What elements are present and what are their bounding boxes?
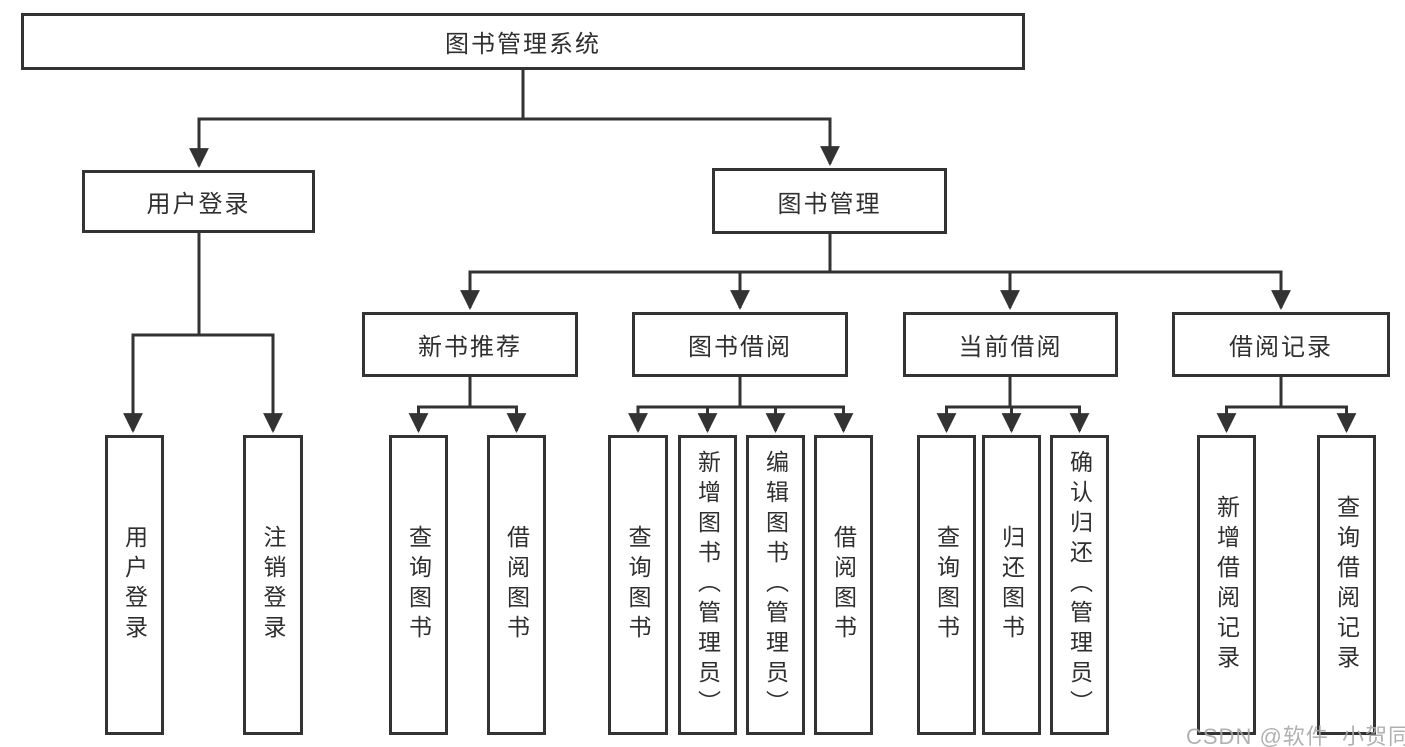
leaf-return-book: 归还图书 xyxy=(982,435,1041,735)
node-book-borrow: 图书借阅 xyxy=(632,312,848,377)
leaf-borrow-books-2: 借阅图书 xyxy=(814,435,873,735)
leaf-query-books-1: 查询图书 xyxy=(389,435,448,735)
node-current-borrow: 当前借阅 xyxy=(903,312,1118,377)
leaf-user-login: 用户登录 xyxy=(105,435,164,735)
node-root: 图书管理系统 xyxy=(21,13,1025,70)
leaf-logout: 注销登录 xyxy=(243,435,303,735)
leaf-add-book-admin: 新增图书（管理员） xyxy=(678,435,737,735)
node-user-login: 用户登录 xyxy=(82,170,315,233)
leaf-query-books-3: 查询图书 xyxy=(917,435,976,735)
leaf-query-borrow-record: 查询借阅记录 xyxy=(1317,435,1376,735)
leaf-query-books-2: 查询图书 xyxy=(608,435,668,735)
leaf-edit-book-admin: 编辑图书（管理员） xyxy=(746,435,805,735)
node-new-book-recommend: 新书推荐 xyxy=(362,312,578,377)
leaf-add-borrow-record: 新增借阅记录 xyxy=(1197,435,1256,735)
node-borrow-records: 借阅记录 xyxy=(1172,312,1390,377)
csdn-watermark: CSDN @软件_小贺同学 xyxy=(1186,724,1405,747)
leaf-borrow-books-1: 借阅图书 xyxy=(487,435,546,735)
node-book-management: 图书管理 xyxy=(712,168,947,234)
leaf-confirm-return-admin: 确认归还（管理员） xyxy=(1050,435,1109,735)
